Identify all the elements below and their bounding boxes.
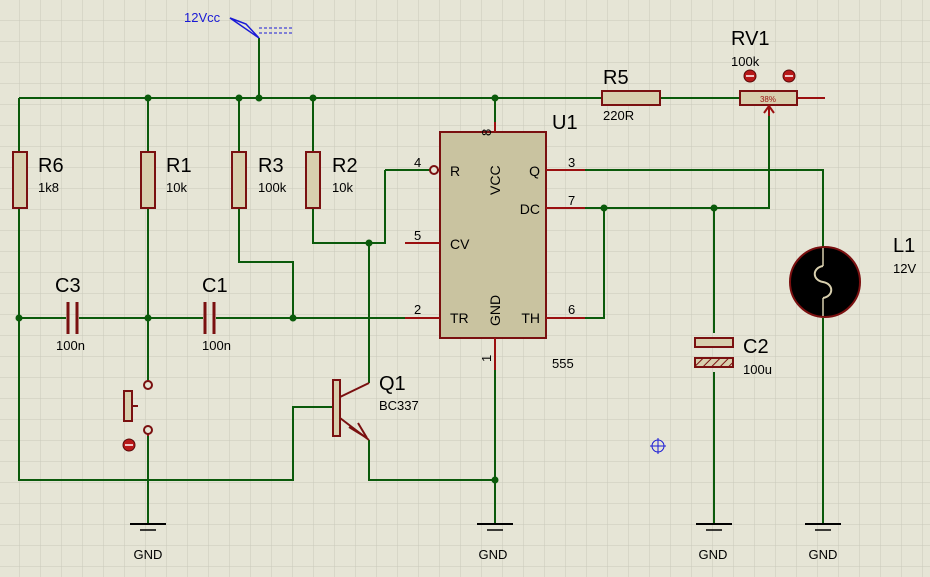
crosshair-cursor-icon <box>650 438 666 454</box>
pin-number-cv: 5 <box>414 228 421 243</box>
r5-value: 220R <box>603 108 634 123</box>
c3-ref: C3 <box>55 275 81 297</box>
pin-label-th: TH <box>521 310 540 326</box>
wires <box>18 38 824 524</box>
ground-2[interactable]: GND <box>477 523 513 562</box>
r5-ref: R5 <box>603 67 629 89</box>
ground-2-label: GND <box>479 547 508 562</box>
transistor-q1[interactable]: Q1 BC337 <box>332 373 419 441</box>
pin-label-r: R <box>450 163 460 179</box>
u1-ref: U1 <box>552 112 578 134</box>
push-button[interactable] <box>122 380 153 452</box>
c1-ref: C1 <box>202 275 228 297</box>
power-label: 12Vcc <box>184 10 221 25</box>
pin-number-gnd: 1 <box>479 355 494 362</box>
r3-value: 100k <box>258 180 287 195</box>
ground-1-label: GND <box>134 547 163 562</box>
potentiometer-rv1[interactable]: 38% RV1 100k <box>731 28 825 116</box>
pin-number-dc: 7 <box>568 193 575 208</box>
r2-value: 10k <box>332 180 353 195</box>
r3-ref: R3 <box>258 155 284 177</box>
push-button-actuator[interactable] <box>122 438 136 452</box>
pin-number-th: 6 <box>568 302 575 317</box>
capacitor-c1[interactable]: C1 100n <box>202 275 231 353</box>
c2-ref: C2 <box>743 336 769 358</box>
ic-555-u1[interactable]: R CV TR Q DC TH VCC GND 8 1 4 5 2 3 7 6 … <box>405 112 585 371</box>
c3-value: 100n <box>56 338 85 353</box>
rv1-value: 100k <box>731 54 760 69</box>
ground-4[interactable]: GND <box>805 523 841 562</box>
pin-number-q: 3 <box>568 155 575 170</box>
r1-value: 10k <box>166 180 187 195</box>
resistor-r3[interactable]: R3 100k <box>231 151 287 209</box>
ground-3[interactable]: GND <box>696 523 732 562</box>
lamp-l1[interactable]: L1 12V <box>789 235 916 318</box>
capacitor-c2[interactable]: C2 100u <box>694 336 772 377</box>
l1-ref: L1 <box>893 235 915 257</box>
resistor-r6[interactable]: R6 1k8 <box>12 151 64 209</box>
pin-label-gnd: GND <box>487 295 503 326</box>
q1-value: BC337 <box>379 398 419 413</box>
resistor-r1[interactable]: R1 10k <box>140 151 192 209</box>
ground-4-label: GND <box>809 547 838 562</box>
r2-ref: R2 <box>332 155 358 177</box>
wire-junctions <box>15 94 718 484</box>
pin-number-vcc: 8 <box>479 129 494 136</box>
u1-value: 555 <box>552 356 574 371</box>
c1-value: 100n <box>202 338 231 353</box>
ground-1[interactable]: GND <box>130 523 166 562</box>
r1-ref: R1 <box>166 155 192 177</box>
q1-ref: Q1 <box>379 373 406 395</box>
pin-number-r: 4 <box>414 155 421 170</box>
resistor-r5[interactable]: R5 220R <box>601 67 661 123</box>
r6-value: 1k8 <box>38 180 59 195</box>
pin-number-tr: 2 <box>414 302 421 317</box>
power-terminal[interactable]: 12Vcc <box>184 10 292 39</box>
l1-value: 12V <box>893 261 916 276</box>
r6-ref: R6 <box>38 155 64 177</box>
pin-label-tr: TR <box>450 310 469 326</box>
rv1-decrement-button[interactable] <box>743 69 757 83</box>
pin-label-q: Q <box>529 163 540 179</box>
pin-label-vcc: VCC <box>487 165 503 195</box>
rv1-ref: RV1 <box>731 28 770 50</box>
resistor-r2[interactable]: R2 10k <box>305 151 358 209</box>
rv1-position: 38% <box>760 95 776 104</box>
c2-value: 100u <box>743 362 772 377</box>
capacitor-c3[interactable]: C3 100n <box>55 275 85 353</box>
pin-label-cv: CV <box>450 236 470 252</box>
ground-3-label: GND <box>699 547 728 562</box>
pin-label-dc: DC <box>520 201 540 217</box>
rv1-increment-button[interactable] <box>782 69 796 83</box>
